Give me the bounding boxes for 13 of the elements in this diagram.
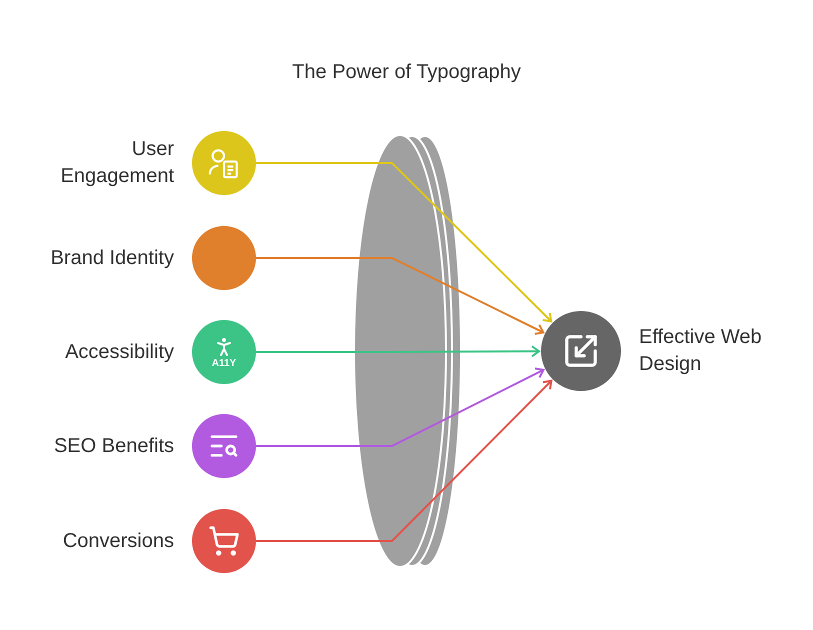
item-label: SEO Benefits — [52, 434, 174, 458]
item-label: Conversions — [62, 528, 174, 554]
item-label: Effective Web Design — [639, 325, 763, 377]
icon-caption: A11Y — [212, 359, 236, 369]
arrow — [256, 257, 544, 335]
arrow — [256, 345, 540, 358]
arrow — [256, 162, 552, 322]
item-label: Brand Identity — [50, 246, 174, 270]
arrow — [256, 368, 544, 447]
item-label: User Engagement — [60, 137, 174, 189]
arrow — [256, 380, 552, 542]
title: The Power of Typography — [291, 60, 522, 85]
item-label: Accessibility — [64, 340, 174, 364]
